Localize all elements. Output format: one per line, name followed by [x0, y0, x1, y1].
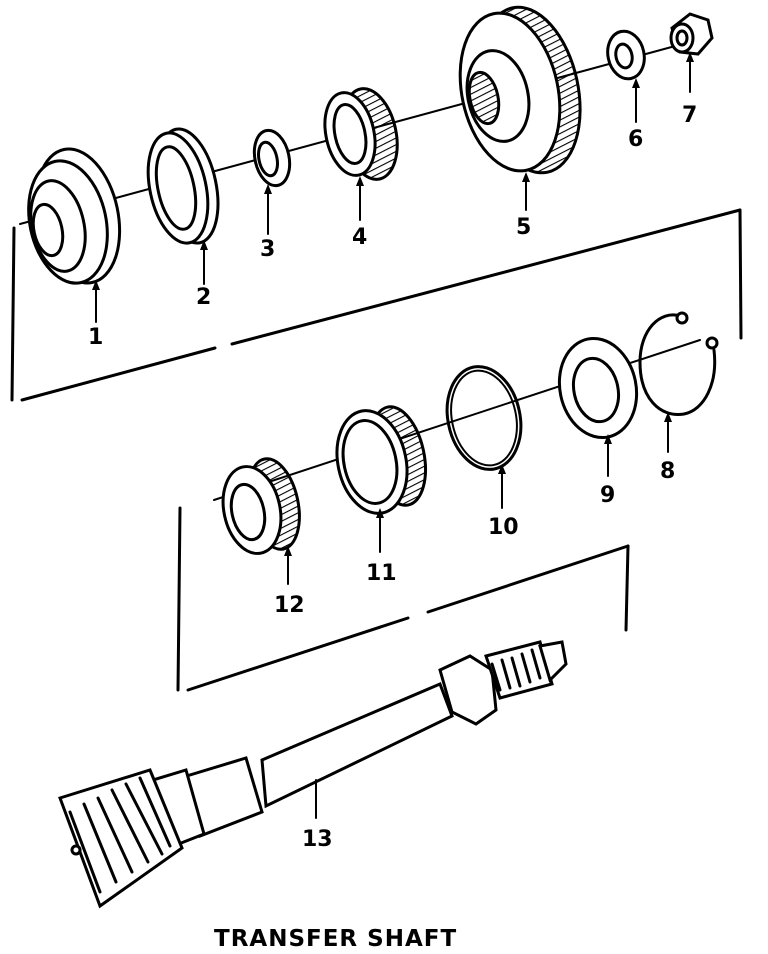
callout-9: 9	[600, 483, 615, 508]
part-5-shape	[458, 5, 582, 175]
callouts: 1 2 3 4 5 6 7 8 9 10 11 12 13	[88, 103, 697, 852]
callout-3: 3	[260, 237, 275, 262]
callout-12: 12	[274, 593, 305, 618]
callout-1: 1	[88, 325, 103, 350]
part-10-shape	[445, 365, 523, 471]
callout-6: 6	[628, 127, 643, 152]
diagram-title: TRANSFER SHAFT	[214, 926, 457, 952]
part-9-shape	[557, 336, 639, 440]
callout-13: 13	[302, 827, 333, 852]
part-13-shape	[58, 640, 568, 909]
part-7-shape	[669, 12, 714, 56]
part-1-shape	[27, 147, 122, 285]
part-11-shape	[335, 405, 427, 515]
callout-5: 5	[516, 215, 531, 240]
callout-7: 7	[682, 103, 697, 128]
callout-10: 10	[488, 515, 519, 540]
part-6-shape	[606, 29, 646, 81]
callout-4: 4	[352, 225, 367, 250]
part-2-shape	[146, 127, 220, 245]
part-12-shape	[221, 457, 301, 555]
callout-2: 2	[196, 285, 211, 310]
part-3-shape	[252, 128, 292, 188]
callout-11: 11	[366, 561, 397, 586]
part-4-shape	[323, 87, 399, 181]
leader-lines	[92, 52, 694, 819]
callout-8: 8	[660, 459, 675, 484]
part-8-shape	[638, 311, 719, 416]
